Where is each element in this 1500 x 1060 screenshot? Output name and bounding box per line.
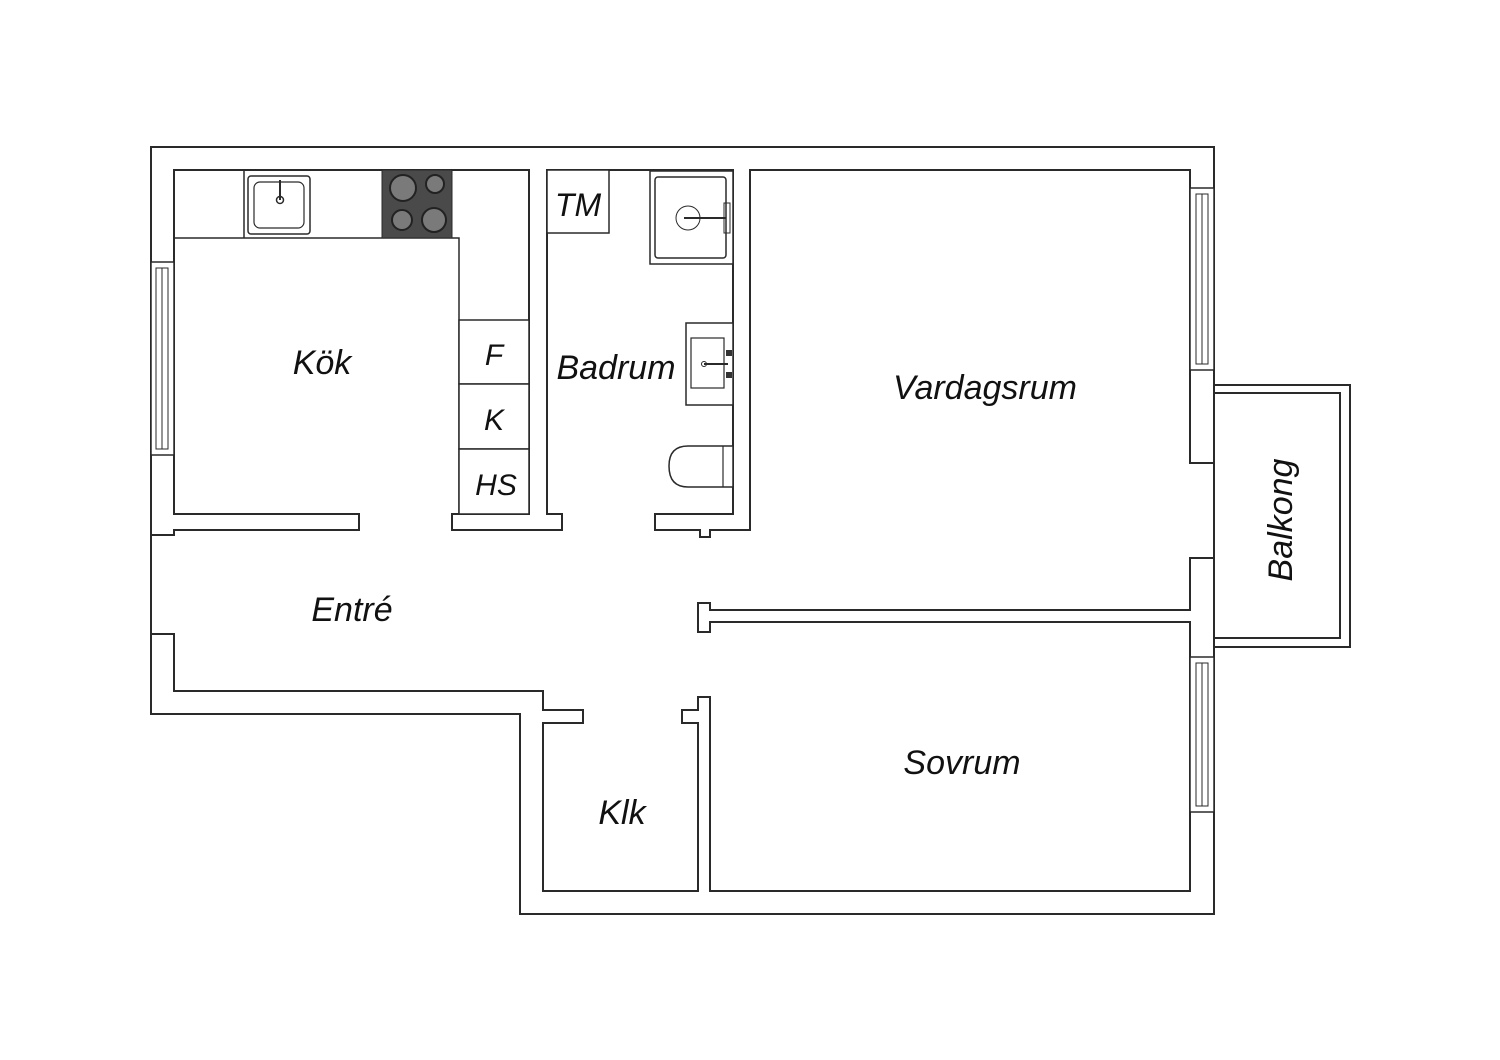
kitchen-cabinets xyxy=(458,319,530,515)
window-living-room xyxy=(1189,187,1215,371)
stove-icon xyxy=(381,169,453,239)
balcony-inner xyxy=(1214,392,1341,639)
balcony-outline xyxy=(1214,384,1351,648)
room-label-living-room: Vardagsrum xyxy=(893,369,1077,407)
toilet-icon xyxy=(668,445,734,488)
room-label-entrance: Entré xyxy=(311,591,392,629)
room-label-balcony: Balkong xyxy=(1262,458,1300,581)
washing-machine-box xyxy=(546,169,610,234)
label-freezer: K xyxy=(484,404,506,437)
label-washing-machine: TM xyxy=(555,187,602,223)
shower-icon xyxy=(649,170,734,265)
outer-wall xyxy=(150,146,1215,915)
interior-walls-2 xyxy=(151,557,1214,892)
room-label-kitchen: Kök xyxy=(293,344,354,382)
interior-walls xyxy=(151,169,1214,538)
room-label-closet: Klk xyxy=(598,794,647,832)
bathroom-sink-icon xyxy=(685,322,734,406)
kitchen-sink-icon xyxy=(247,175,311,235)
label-tall-cabinet: HS xyxy=(475,469,517,502)
label-fridge: F xyxy=(485,339,505,372)
room-label-bedroom: Sovrum xyxy=(903,744,1020,782)
room-label-bathroom: Badrum xyxy=(556,349,675,387)
window-kitchen xyxy=(150,261,175,456)
window-bedroom xyxy=(1189,656,1215,813)
